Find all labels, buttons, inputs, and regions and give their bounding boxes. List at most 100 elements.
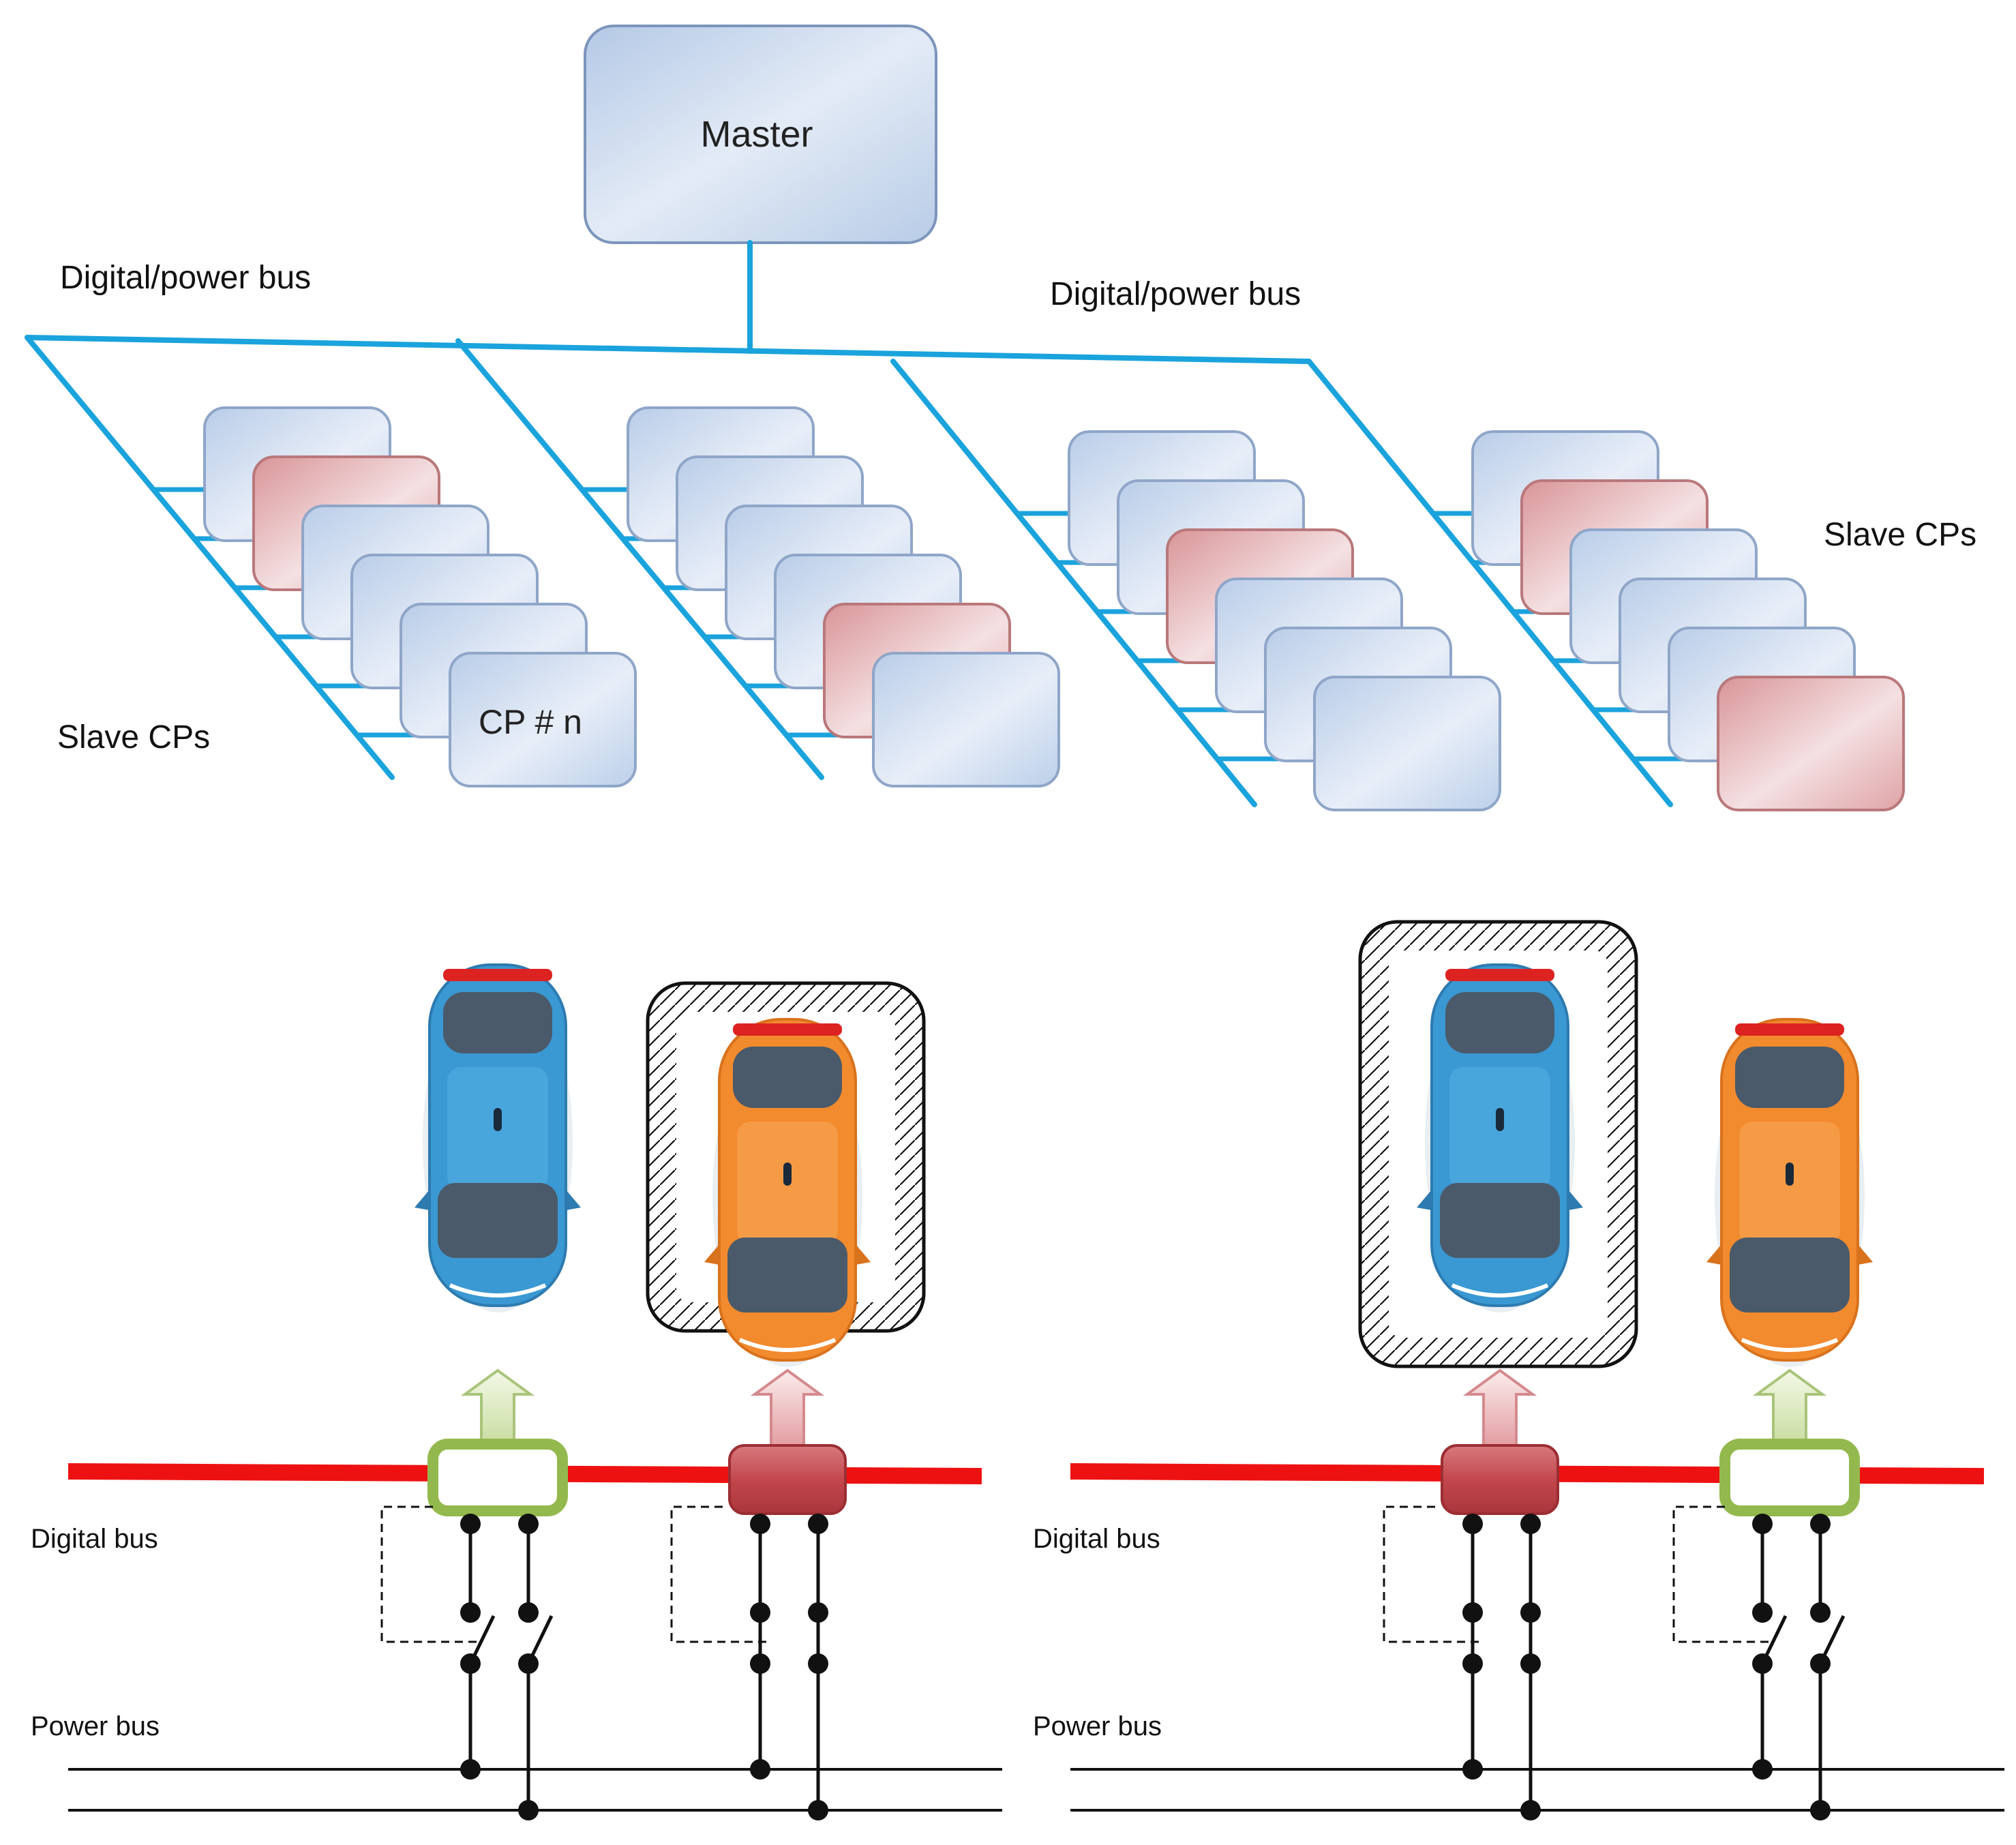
slave-cp-card-blue bbox=[1313, 676, 1501, 811]
junction-dot bbox=[1810, 1602, 1831, 1623]
junction-dot bbox=[1520, 1514, 1541, 1534]
junction-dot bbox=[1752, 1602, 1773, 1623]
junction-dot bbox=[1462, 1653, 1483, 1674]
up-arrow bbox=[750, 1368, 825, 1447]
tail-lights bbox=[1735, 1023, 1844, 1036]
front-bumper bbox=[738, 1338, 837, 1352]
branch-line-1 bbox=[25, 335, 395, 780]
slave-cp-group-1: CP # n bbox=[203, 406, 637, 787]
charge-point-2-occupied bbox=[646, 981, 926, 1820]
bus-tree bbox=[25, 240, 1673, 807]
bus-label-left: Digital/power bus bbox=[60, 260, 311, 296]
slave-label-left: Slave CPs bbox=[57, 719, 210, 755]
charge-point-1-free bbox=[380, 963, 581, 1820]
junction-dot bbox=[808, 1514, 828, 1534]
junction-dot bbox=[1462, 1514, 1483, 1534]
antenna bbox=[1496, 1108, 1504, 1131]
slave-cp-card-blue bbox=[872, 652, 1060, 787]
slave-cp-cards: CP # n bbox=[203, 406, 1905, 811]
junction-dot bbox=[1520, 1602, 1541, 1623]
cp-box-free bbox=[427, 1439, 568, 1516]
bus-label-right: Digital/power bus bbox=[1050, 276, 1301, 312]
digital-bus-label: Digital bus bbox=[1033, 1524, 1160, 1554]
rear-window bbox=[1445, 992, 1554, 1053]
right-mirror bbox=[1858, 1244, 1873, 1265]
slave-label-right: Slave CPs bbox=[1824, 517, 1976, 553]
charge-point-1-occupied bbox=[1358, 920, 1638, 1820]
junction-dot bbox=[460, 1759, 481, 1780]
branch-line-2 bbox=[455, 338, 824, 780]
junction-dot bbox=[1462, 1602, 1483, 1623]
car-orange bbox=[704, 1018, 871, 1367]
antenna bbox=[1786, 1162, 1794, 1186]
left-mirror bbox=[704, 1244, 719, 1265]
junction-dot bbox=[1462, 1759, 1483, 1780]
junction-dot bbox=[1520, 1800, 1541, 1820]
master-label: Master bbox=[700, 114, 813, 155]
tail-lights bbox=[1445, 969, 1554, 981]
car-blue bbox=[1417, 963, 1583, 1312]
front-bumper bbox=[1451, 1283, 1549, 1298]
slave-cp-group-4 bbox=[1471, 430, 1905, 811]
junction-dot bbox=[750, 1514, 770, 1534]
slave-cp-card-blue bbox=[449, 652, 637, 787]
junction-dot bbox=[1810, 1514, 1831, 1534]
car-blue bbox=[415, 963, 581, 1312]
junction-dot bbox=[1810, 1800, 1831, 1820]
windshield bbox=[438, 1183, 558, 1258]
junction-dot bbox=[518, 1514, 539, 1534]
cp-box-occupied bbox=[728, 1444, 847, 1515]
right-mirror bbox=[1568, 1190, 1583, 1210]
windshield bbox=[1730, 1238, 1850, 1312]
left-mirror bbox=[1706, 1244, 1721, 1265]
junction-dot bbox=[518, 1602, 539, 1623]
junction-dot bbox=[808, 1800, 828, 1820]
junction-dot bbox=[1752, 1759, 1773, 1780]
junction-dot bbox=[808, 1653, 828, 1674]
power-bus-label: Power bus bbox=[31, 1711, 160, 1741]
rear-window bbox=[733, 1047, 842, 1108]
front-bumper bbox=[449, 1283, 547, 1298]
junction-dot bbox=[1752, 1514, 1773, 1534]
cp-box-occupied bbox=[1441, 1444, 1559, 1515]
control-dashed-line bbox=[380, 1505, 481, 1643]
branch-line-3 bbox=[890, 359, 1257, 807]
tail-lights bbox=[733, 1023, 842, 1036]
right-mirror bbox=[856, 1244, 871, 1265]
antenna bbox=[494, 1108, 502, 1131]
junction-dot bbox=[460, 1602, 481, 1623]
control-dashed-line bbox=[1383, 1505, 1483, 1643]
junction-dot bbox=[460, 1514, 481, 1534]
junction-dot bbox=[808, 1602, 828, 1623]
main-bus-line bbox=[25, 335, 1312, 364]
slave-cp-card-red bbox=[1717, 676, 1905, 811]
power-bus-label: Power bus bbox=[1033, 1711, 1162, 1741]
up-arrow bbox=[460, 1368, 535, 1447]
control-dashed-line bbox=[1672, 1505, 1773, 1643]
junction-dot bbox=[750, 1653, 770, 1674]
left-mirror bbox=[1417, 1190, 1432, 1210]
left-mirror bbox=[415, 1190, 430, 1210]
junction-dot bbox=[518, 1800, 539, 1820]
slave-cp-group-3 bbox=[1068, 430, 1501, 811]
junction-dot bbox=[1810, 1653, 1831, 1674]
junction-dot bbox=[750, 1759, 770, 1780]
junction-dot bbox=[750, 1602, 770, 1623]
up-arrow bbox=[1462, 1368, 1537, 1447]
junction-dot bbox=[518, 1653, 539, 1674]
junction-dot bbox=[460, 1653, 481, 1674]
junction-dot bbox=[1752, 1653, 1773, 1674]
windshield bbox=[727, 1238, 847, 1312]
charge-point-2-free bbox=[1672, 1018, 1873, 1820]
control-dashed-line bbox=[670, 1505, 770, 1643]
rear-window bbox=[1735, 1047, 1844, 1108]
right-mirror bbox=[566, 1190, 581, 1210]
master-node: Master bbox=[584, 25, 937, 244]
tail-lights bbox=[443, 969, 552, 981]
cp-n-label: CP # n bbox=[479, 703, 582, 741]
junction-dot bbox=[1520, 1653, 1541, 1674]
